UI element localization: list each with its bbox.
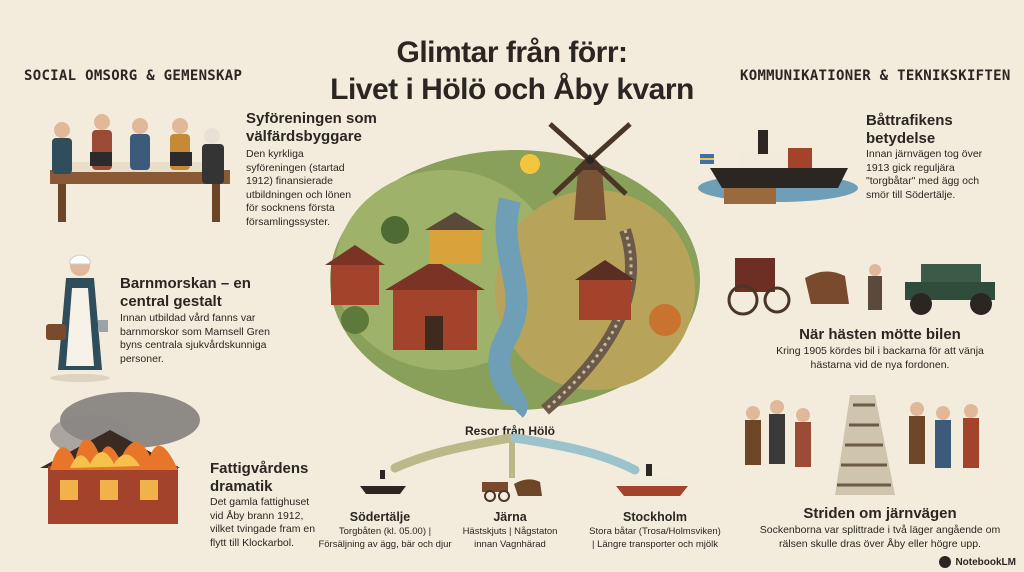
dest-stockholm-line1: Stora båtar (Trosa/Holmsviken)	[589, 526, 721, 537]
dest-sodertalje-line2: Försäljning av ägg, bär och djur	[318, 538, 452, 550]
windmill-icon	[548, 122, 632, 220]
right-item-1-heading: Båttrafikens betydelse	[866, 112, 953, 147]
left-section-title: SOCIAL OMSORG & GEMENSKAP	[24, 68, 243, 84]
steamboat-icon	[698, 130, 858, 204]
sun-icon	[520, 154, 540, 174]
dest-stockholm-name: Stockholm	[623, 510, 687, 524]
sewing-group-illustration	[50, 114, 230, 222]
left-item-3-body: Det gamla fattighuset vid Åby brann 1912…	[210, 496, 316, 549]
right-item-3-body: Sockenborna var splittrade i två läger a…	[759, 524, 1001, 550]
left-item-2-body: Innan utbildad vård fanns var barnmorsko…	[120, 312, 270, 365]
dest-stockholm-info: Stora båtar (Trosa/Holmsviken) | Längre …	[570, 526, 740, 551]
dest-jarna-name: Järna	[493, 510, 527, 524]
page-title: Glimtar från förr: Livet i Hölö och Åby …	[262, 34, 762, 108]
railway-debate-illustration	[745, 395, 979, 495]
dest-sodertalje-info: Torgbåten (kl. 05.00) | Försäljning av ä…	[300, 526, 470, 551]
dest-sodertalje-name: Södertälje	[349, 510, 411, 524]
carriage-car-illustration	[727, 258, 995, 316]
dest-jarna-line1: Hästskjuts | Någstaton	[462, 526, 558, 537]
left-item-3-heading: Fattigvårdens dramatik	[210, 460, 309, 495]
badge-label: NotebookLM	[955, 556, 1016, 568]
horse-cart-icon	[482, 479, 542, 502]
title-line-2: Livet i Hölö och Åby kvarn	[330, 73, 694, 106]
right-item-2-body: Kring 1905 kördes bil i backarna för att…	[776, 345, 984, 371]
dest-jarna-line2: innan Vagnhärad	[474, 538, 546, 550]
burning-house-illustration	[40, 392, 200, 524]
steamboat-sodertalje-icon	[360, 470, 406, 494]
right-item-1-body: Innan järnvägen tog över 1913 gick regul…	[866, 148, 983, 201]
left-item-1-body: Den kyrkliga syföreningen (startad 1912)…	[246, 148, 352, 228]
right-item-2-heading: När hästen mötte bilen	[799, 326, 961, 343]
notebooklm-logo-icon	[939, 556, 952, 568]
title-line-1: Glimtar från förr:	[396, 36, 628, 69]
travel-title: Resor från Hölö	[464, 424, 555, 438]
right-section-title: KOMMUNIKATIONER & TEKNIKSKIFTEN	[740, 68, 1011, 84]
left-item-1-heading: Syföreningen som välfärdsbyggare	[246, 110, 377, 145]
dest-jarna-info: Hästskjuts | Någstaton innan Vagnhärad	[445, 526, 575, 551]
midwife-illustration	[46, 254, 110, 382]
left-item-2-heading: Barnmorskan – en central gestalt	[120, 275, 251, 310]
barn-1	[385, 260, 485, 350]
village-landscape-illustration	[325, 150, 700, 418]
dest-sodertalje-line1: Torgbåten (kl. 05.00) |	[338, 526, 432, 537]
right-item-3-heading: Striden om järnvägen	[803, 505, 957, 522]
ship-stockholm-icon	[616, 464, 688, 496]
notebooklm-badge: NotebookLM	[939, 556, 1016, 568]
dest-stockholm-line2: | Längre transporter och mjölk	[591, 538, 719, 550]
